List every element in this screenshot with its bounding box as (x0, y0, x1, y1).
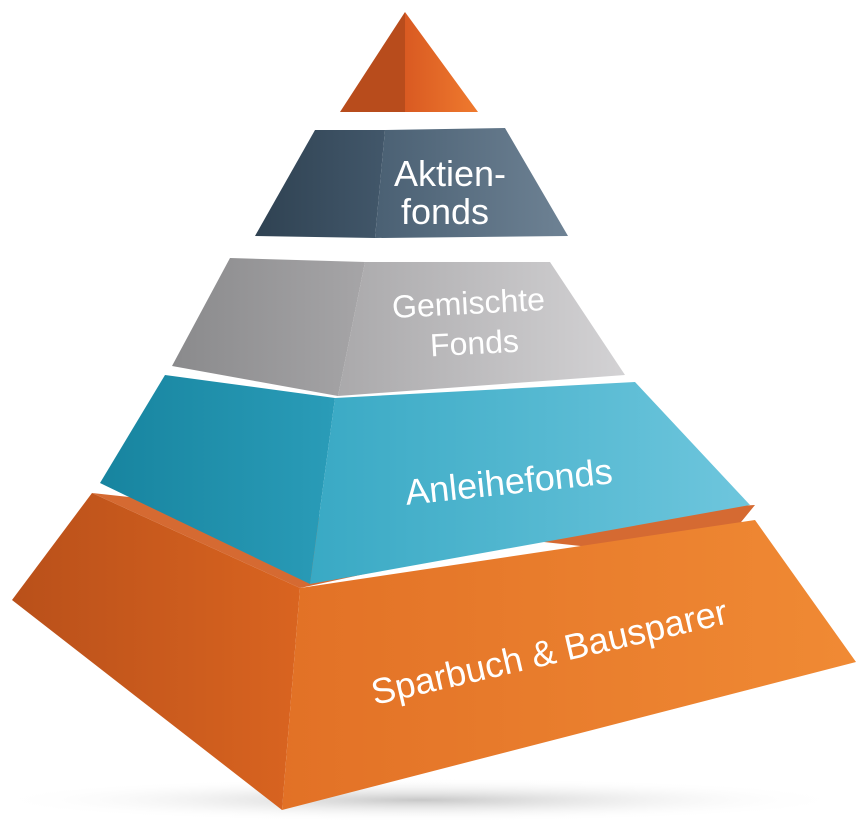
ground-shadow (0, 778, 850, 821)
tier-anleihefonds-front-face (310, 382, 750, 584)
tier-top (340, 12, 478, 112)
tier-aktienfonds (255, 128, 568, 238)
tier-gemischte-left-face (172, 258, 365, 396)
label-aktienfonds-line-2: fonds (401, 191, 489, 232)
tier-aktienfonds-left-face (255, 130, 385, 238)
tier-gemischte (172, 258, 625, 396)
tier-anleihefonds-left-face (100, 375, 335, 584)
tier-top-left-face (340, 12, 405, 112)
tier-top-front-face (405, 12, 478, 112)
tier-anleihefonds (100, 375, 750, 584)
label-gemischte-line-1: Gemischte (391, 281, 546, 325)
tier-sparbuch-front-face (282, 520, 856, 810)
tier-sparbuch-left-face (12, 493, 300, 810)
label-gemischte-line-2: Fonds (429, 323, 520, 364)
tier-gemischte-front-face (338, 262, 625, 396)
tier-aktienfonds-front-face (375, 128, 568, 238)
label-aktienfonds-line-1: Aktien- (394, 153, 506, 194)
